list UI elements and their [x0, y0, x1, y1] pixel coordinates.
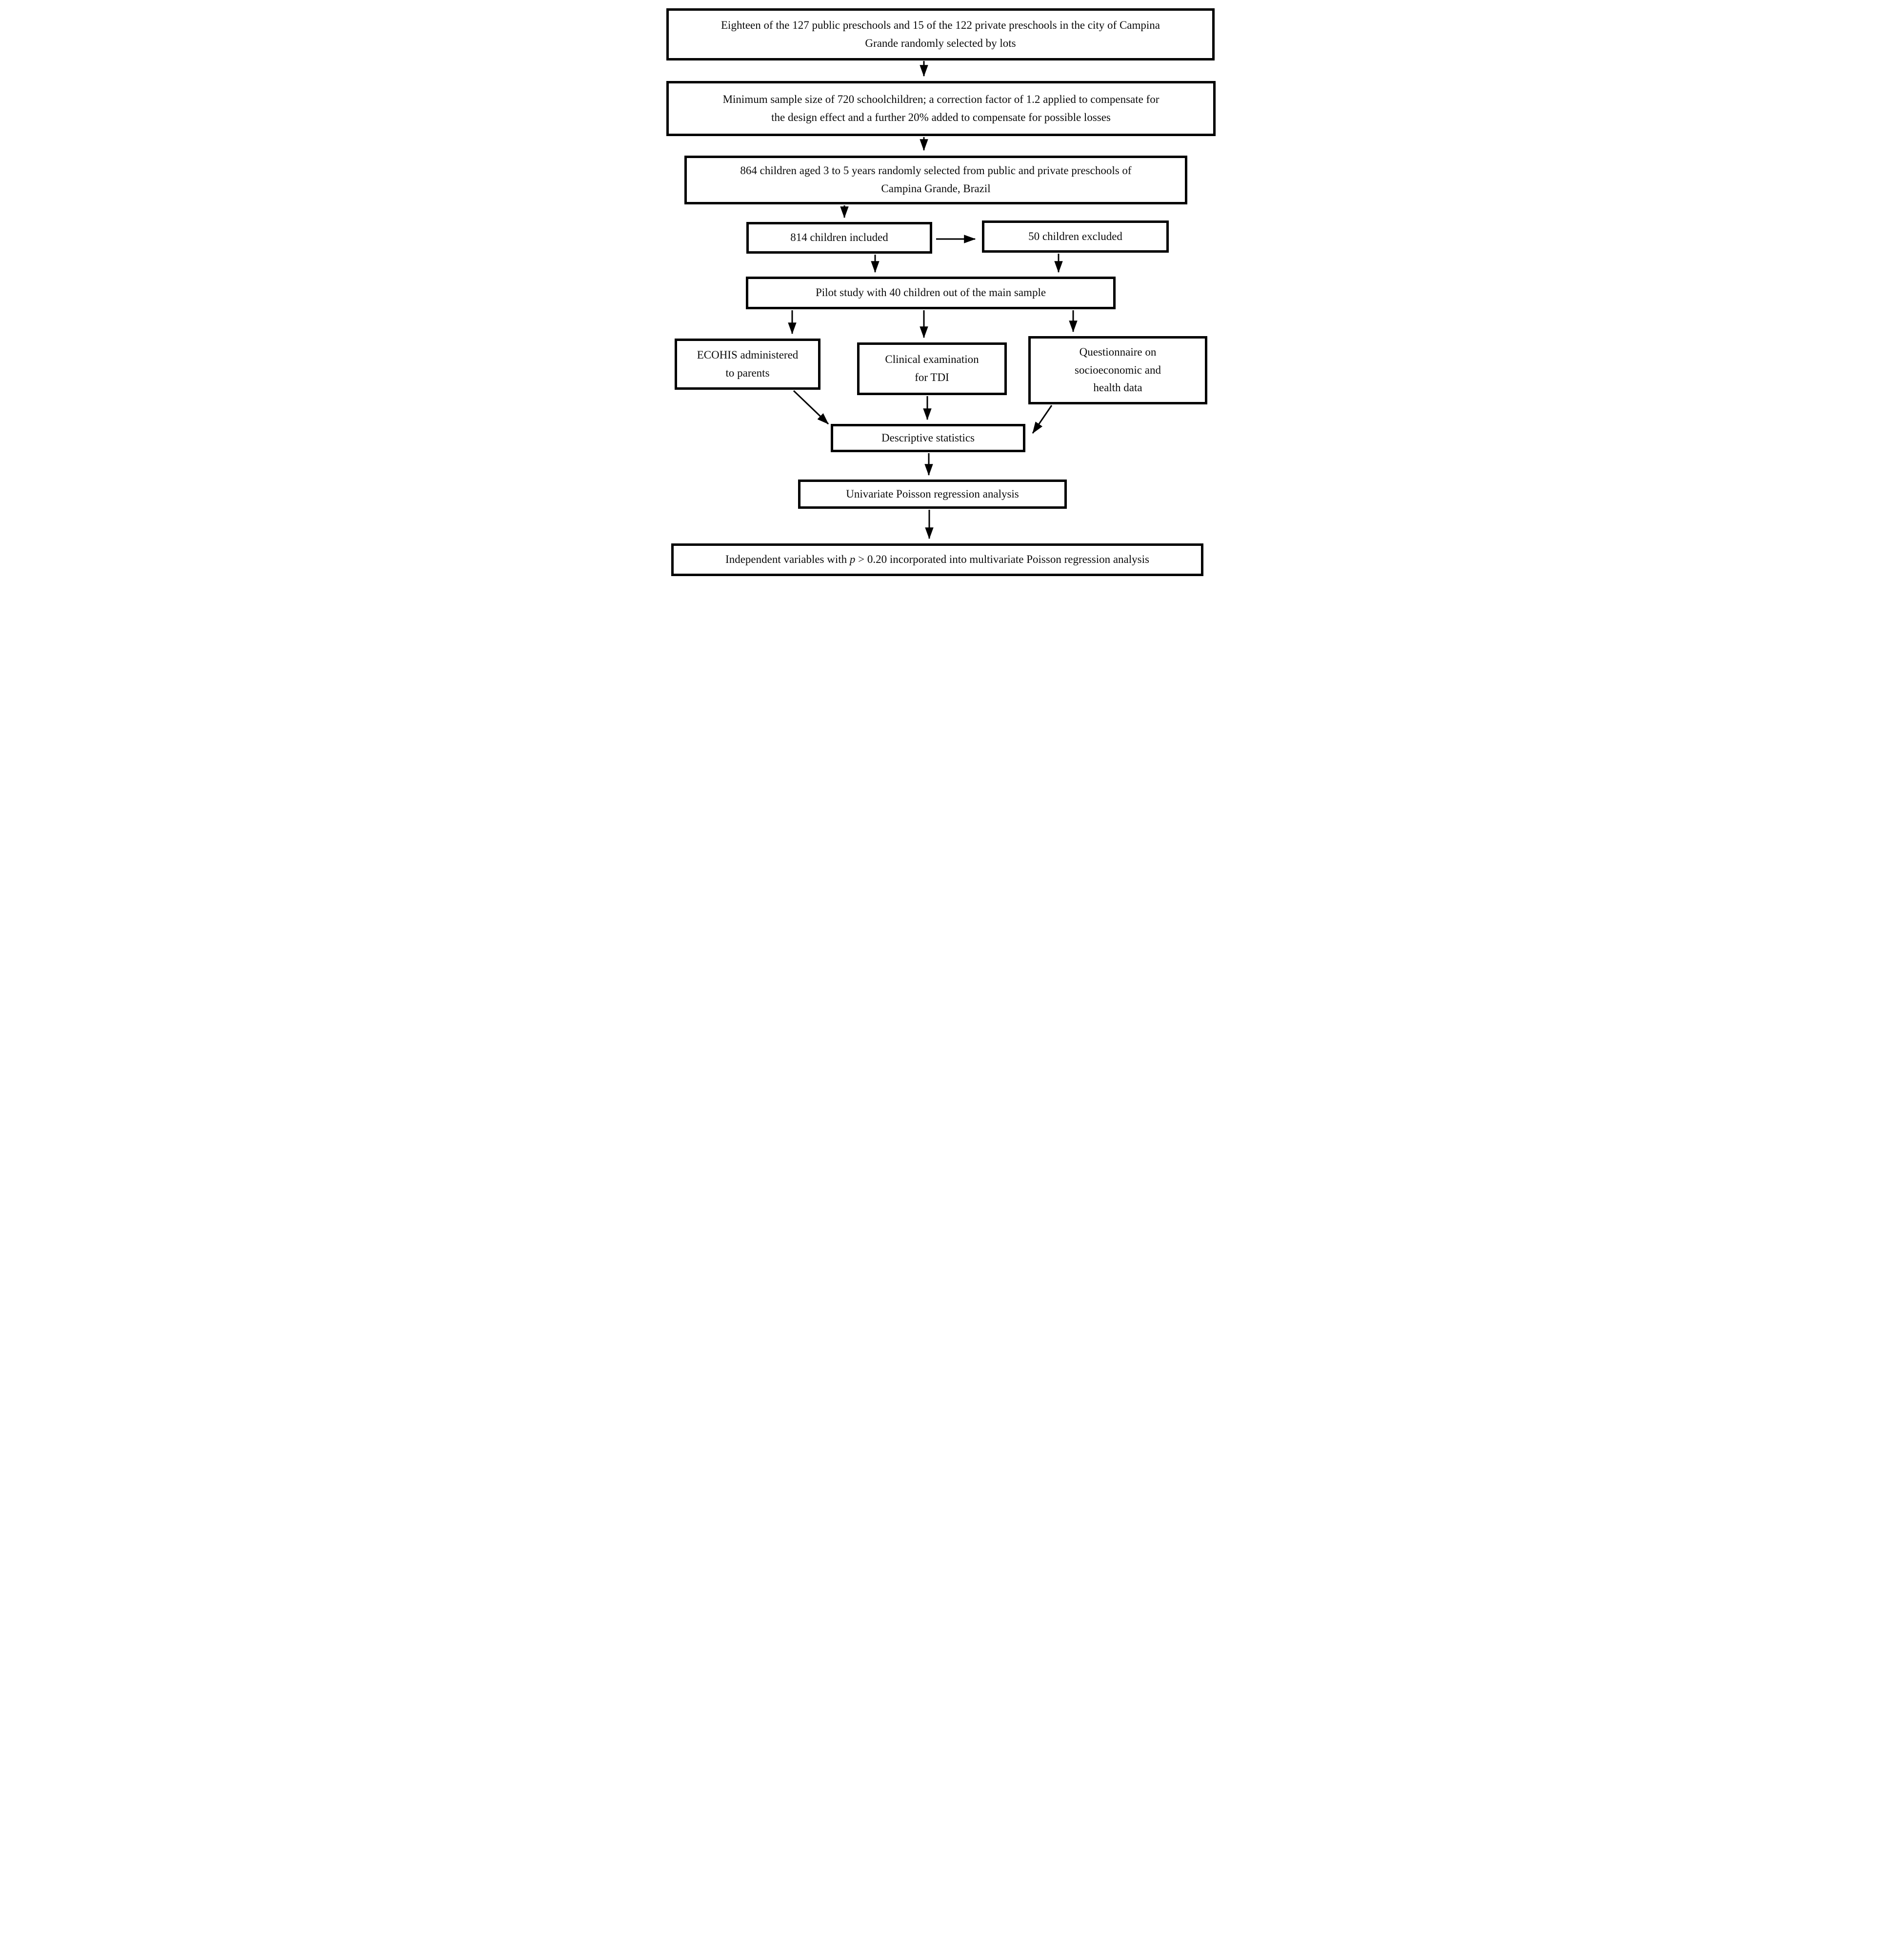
box-text-line: Clinical examination: [885, 353, 979, 366]
multivariate-text-suffix: > 0.20 incorporated into multivariate Po…: [855, 553, 1149, 566]
box-text-line: Minimum sample size of 720 schoolchildre…: [722, 93, 1160, 105]
flow-box-clinical-examination: Clinical examination for TDI: [857, 342, 1007, 395]
flow-box-minimum-sample-size: Minimum sample size of 720 schoolchildre…: [666, 81, 1216, 136]
box-text-line: for TDI: [915, 371, 949, 383]
flow-box-questionnaire: Questionnaire on socioeconomic and healt…: [1028, 336, 1207, 404]
box-text-line: health data: [1093, 381, 1142, 394]
flowchart-page: Eighteen of the 127 public preschools an…: [658, 0, 1222, 588]
box-text-line: to parents: [725, 366, 770, 379]
arrow-questionnaire-to-descriptive: [1032, 405, 1053, 434]
arrow-ecohis-to-descriptive: [793, 390, 829, 425]
flow-box-univariate-regression: Univariate Poisson regression analysis: [798, 480, 1067, 509]
flow-box-ecohis: ECOHIS administered to parents: [675, 339, 820, 390]
flow-box-pilot-study: Pilot study with 40 children out of the …: [746, 277, 1116, 309]
box-text-line: Campina Grande, Brazil: [881, 182, 991, 195]
flow-box-children-included: 814 children included: [746, 222, 932, 254]
box-text-line: Pilot study with 40 children out of the …: [815, 286, 1046, 299]
box-text-line: Grande randomly selected by lots: [865, 37, 1016, 49]
box-text-line: ECOHIS administered: [697, 348, 799, 361]
box-text-line: Independent variables with p > 0.20 inco…: [725, 551, 1149, 569]
box-text-line: Eighteen of the 127 public preschools an…: [721, 19, 1160, 31]
box-text-line: Questionnaire on: [1079, 345, 1157, 358]
box-text-line: 50 children excluded: [1028, 230, 1122, 242]
box-text-line: Univariate Poisson regression analysis: [846, 487, 1019, 500]
flow-box-children-excluded: 50 children excluded: [982, 220, 1169, 253]
flow-arrows: [788, 61, 1078, 540]
box-text-line: 814 children included: [790, 231, 888, 244]
box-text-line: socioeconomic and: [1075, 363, 1161, 376]
flow-box-preschool-selection: Eighteen of the 127 public preschools an…: [666, 8, 1215, 60]
box-text-line: the design effect and a further 20% adde…: [771, 111, 1111, 123]
flow-box-descriptive-statistics: Descriptive statistics: [831, 424, 1025, 452]
multivariate-text-prefix: Independent variables with: [725, 553, 850, 566]
flow-box-multivariate-regression: Independent variables with p > 0.20 inco…: [671, 543, 1203, 576]
p-value-variable: p: [849, 553, 856, 566]
flow-box-children-selected: 864 children aged 3 to 5 years randomly …: [684, 156, 1187, 204]
box-text-line: 864 children aged 3 to 5 years randomly …: [740, 164, 1132, 177]
box-text-line: Descriptive statistics: [881, 431, 975, 444]
